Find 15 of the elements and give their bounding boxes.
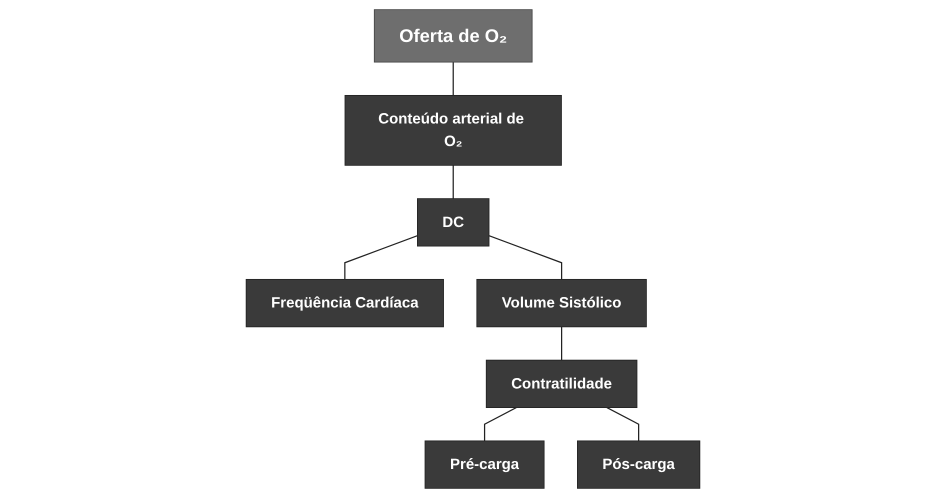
connector <box>606 407 640 441</box>
connector <box>488 235 562 280</box>
connector <box>452 165 454 199</box>
node-box: Pré-carga <box>424 440 545 489</box>
connector <box>484 407 517 441</box>
connector <box>452 62 454 96</box>
node-box: Contratilidade <box>486 360 638 408</box>
node-box: DC <box>417 198 490 246</box>
node-box: Conteúdo arterial de O₂ <box>344 95 562 166</box>
node-box: Freqüência Cardíaca <box>246 278 444 328</box>
node-box: Volume Sistólico <box>476 278 647 328</box>
connector <box>344 235 418 280</box>
connector <box>560 326 562 360</box>
node-box: Pós-carga <box>577 440 700 489</box>
node-box: Oferta de O₂ <box>374 9 533 63</box>
